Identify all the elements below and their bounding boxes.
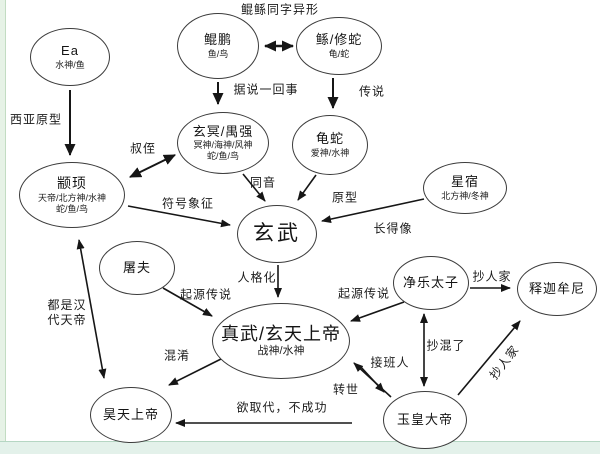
label-chao-renjia-top: 抄人家	[472, 269, 512, 284]
arrow-zhuanxu-xuanwu	[127, 205, 231, 228]
node-shijia-title: 释迦牟尼	[528, 280, 585, 296]
node-tufu-title: 屠夫	[122, 259, 151, 275]
node-kunpeng-sub: 鱼/鸟	[207, 48, 229, 59]
node-guishe-sub: 爱神/水神	[310, 147, 350, 158]
node-jingle-title: 净乐太子	[402, 274, 459, 290]
label-han-tiandi: 都是汉 代天帝	[40, 298, 94, 328]
label-jiebanren: 接班人	[370, 355, 410, 370]
label-hunxiao: 混淆	[163, 348, 191, 363]
label-chao-hun-le: 抄混了	[426, 338, 466, 353]
node-yuhuang: 玉皇大帝	[383, 391, 467, 449]
node-xingxiu-sub: 北方神/冬神	[441, 190, 489, 201]
arrow-zhenwu-haotian	[168, 358, 222, 386]
label-qiyuan-left: 起源传说	[179, 287, 233, 302]
label-chuanshuo: 传说	[358, 84, 386, 99]
node-xuanwu-title: 玄武	[253, 222, 301, 246]
node-guishe-title: 龟蛇	[315, 131, 344, 147]
node-yuhuang-title: 玉皇大帝	[396, 411, 453, 427]
label-fuhao-xiangzheng: 符号象征	[161, 196, 215, 211]
node-zhenwu-title: 真武/玄天上帝	[220, 324, 341, 345]
node-zhuanxu-sub1: 天帝/北方神/水神	[37, 192, 106, 203]
label-han-tiandi-line1: 都是汉	[47, 298, 87, 312]
node-gun-xiushe: 鲧/修蛇 龟/蛇	[296, 17, 382, 75]
node-zhenwu: 真武/玄天上帝 战神/水神	[212, 303, 350, 379]
node-xuanming-sub1: 冥神/海神/风神	[193, 140, 253, 151]
node-kunpeng: 鲲鹏 鱼/鸟	[177, 13, 259, 79]
label-jushuo-yihuishi: 据说一回事	[233, 82, 299, 97]
node-ea-sub: 水神/鱼	[55, 59, 85, 70]
node-zhuanxu: 颛顼 天帝/北方神/水神 蛇/鱼/鸟	[19, 162, 125, 228]
node-zhuanxu-title: 颛顼	[57, 175, 87, 192]
node-xingxiu-title: 星宿	[450, 174, 479, 190]
label-kun-gun-same-char: 鲲鲧同字异形	[240, 2, 320, 17]
node-tufu: 屠夫	[99, 241, 175, 295]
label-shuzhi: 叔侄	[129, 141, 157, 156]
arrow-xingxiu-xuanwu	[321, 198, 425, 224]
bottom-border-strip	[0, 441, 600, 454]
label-yuanxing: 原型	[331, 190, 359, 205]
node-jingle-taizi: 净乐太子	[393, 256, 469, 310]
arrow-zhuanxu-xuanming	[129, 154, 176, 178]
node-zhuanxu-sub2: 蛇/鱼/鸟	[55, 203, 88, 214]
arrow-yuhuang-shijia	[457, 320, 521, 396]
node-kunpeng-title: 鲲鹏	[203, 32, 232, 48]
label-tongyin: 同音	[249, 175, 277, 190]
left-border-strip	[0, 0, 6, 454]
arrow-zhuanxu-haotian	[76, 239, 107, 379]
arrow-tufu-zhenwu	[162, 287, 213, 317]
arrow-guishe-xuanwu	[297, 174, 317, 201]
node-xuanming-yuqiang: 玄冥/禺强 冥神/海神/风神 蛇/鱼/鸟	[177, 112, 269, 174]
node-ea-title: Ea	[61, 43, 79, 59]
arrow-jingle-zhenwu	[350, 301, 405, 322]
node-xuanwu: 玄武	[237, 205, 317, 263]
label-rengehua: 人格化	[237, 270, 277, 285]
arrow-zhenwu-yuhuang	[359, 365, 385, 393]
label-zhuanshi: 转世	[332, 382, 360, 397]
label-han-tiandi-line2: 代天帝	[47, 313, 87, 327]
label-zhangdexiang: 长得像	[373, 221, 413, 236]
label-qiyuan-right: 起源传说	[337, 286, 391, 301]
label-xiya-yuanxing: 西亚原型	[9, 112, 63, 127]
node-haotian-title: 昊天上帝	[102, 406, 159, 422]
node-guishe: 龟蛇 爱神/水神	[292, 115, 368, 175]
node-gun-title: 鲧/修蛇	[315, 32, 363, 48]
node-xingxiu: 星宿 北方神/冬神	[423, 162, 507, 214]
node-zhenwu-sub: 战神/水神	[257, 345, 305, 358]
node-haotian: 昊天上帝	[90, 387, 172, 443]
node-xuanming-sub2: 蛇/鱼/鸟	[206, 151, 239, 162]
node-gun-sub: 龟/蛇	[328, 48, 350, 59]
node-shijiamouni: 释迦牟尼	[517, 262, 597, 316]
node-xuanming-title: 玄冥/禺强	[192, 123, 254, 139]
label-yu-qudai: 欲取代，不成功	[236, 400, 328, 415]
arrow-xuanming-xuanwu	[242, 173, 266, 202]
node-ea: Ea 水神/鱼	[30, 28, 110, 86]
